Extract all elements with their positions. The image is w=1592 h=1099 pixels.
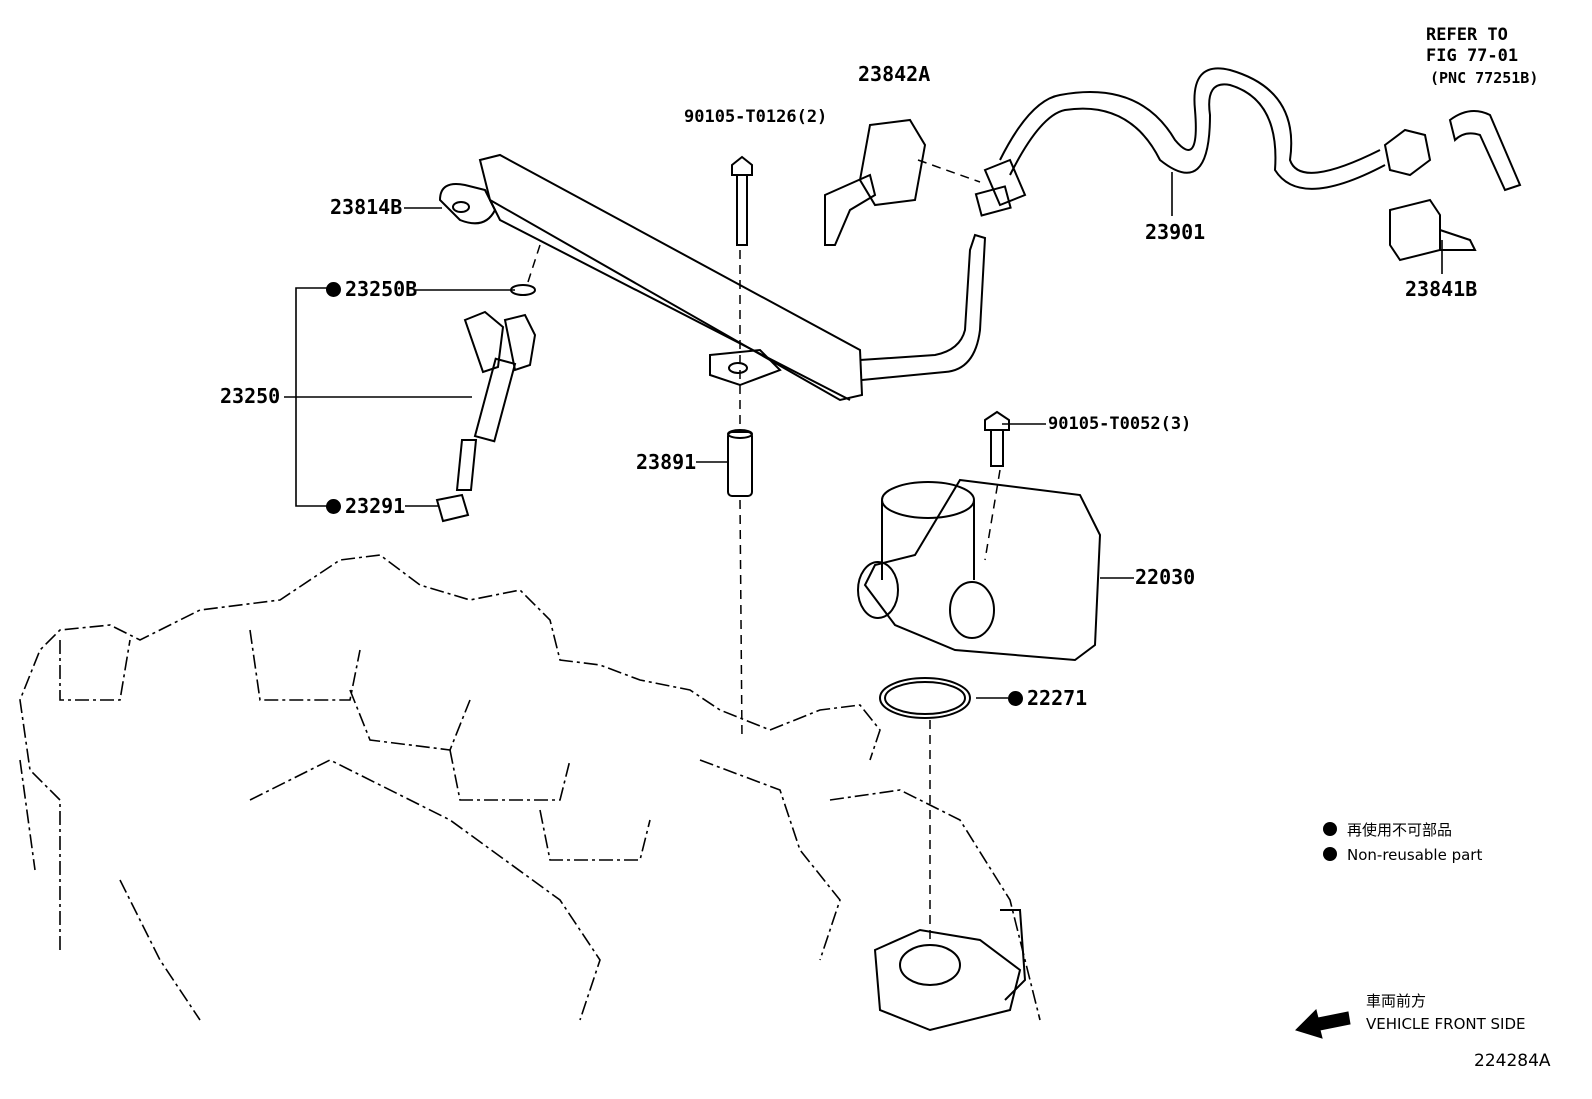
direction-en: VEHICLE FRONT SIDE (1366, 1015, 1526, 1033)
reference-line-1: REFER TO (1426, 25, 1508, 45)
intake-manifold (19, 554, 1041, 1021)
throttle-body (857, 478, 1102, 719)
part-label-23841B: 23841B (1405, 277, 1478, 301)
manifold-flange (873, 909, 1027, 1032)
alignment-lines (527, 159, 1001, 940)
non-reusable-dot-icon (1323, 847, 1337, 861)
legend-en: Non-reusable part (1323, 846, 1482, 864)
part-label-90105-T0126: 90105-T0126(2) (684, 107, 828, 127)
part-number: 23291 (345, 494, 406, 518)
vehicle-front-arrow (1295, 1009, 1351, 1039)
part-number: 23250B (345, 277, 418, 301)
non-reusable-dot-icon (326, 282, 341, 297)
direction-jp: 車両前方 (1366, 992, 1427, 1010)
bolts (731, 155, 1010, 467)
part-label-23291: 23291 (326, 495, 405, 517)
leader-lines (284, 172, 1443, 699)
part-label-90105-T0052: 90105-T0052(3) (1048, 414, 1192, 434)
clamp-23841B (1389, 198, 1477, 262)
non-reusable-dot-icon (1008, 691, 1023, 706)
part-number: 22271 (1027, 686, 1088, 710)
fuel-rail (438, 153, 987, 402)
part-label-23814B: 23814B (330, 195, 403, 219)
reference-line-2: FIG 77-01 (1426, 46, 1519, 66)
injector (435, 284, 537, 523)
non-reusable-dot-icon (1323, 822, 1337, 836)
reference-line-3: (PNC 77251B) (1430, 69, 1539, 87)
fuel-hose (974, 67, 1522, 217)
part-label-22271: 22271 (1008, 687, 1087, 709)
figure-id: 224284A (1474, 1051, 1551, 1071)
non-reusable-dot-icon (326, 499, 341, 514)
legend-en-text: Non-reusable part (1347, 846, 1483, 864)
part-label-23250: 23250 (220, 384, 281, 408)
legend-jp: 再使用不可部品 (1323, 821, 1452, 839)
part-label-23891: 23891 (636, 450, 697, 474)
legend-jp-text: 再使用不可部品 (1347, 821, 1453, 839)
part-label-23901: 23901 (1145, 220, 1206, 244)
part-label-23842A: 23842A (858, 62, 931, 86)
part-label-23250B: 23250B (326, 278, 417, 300)
clamp-23842A (824, 118, 927, 246)
part-label-22030: 22030 (1135, 565, 1196, 589)
collar (727, 429, 753, 497)
